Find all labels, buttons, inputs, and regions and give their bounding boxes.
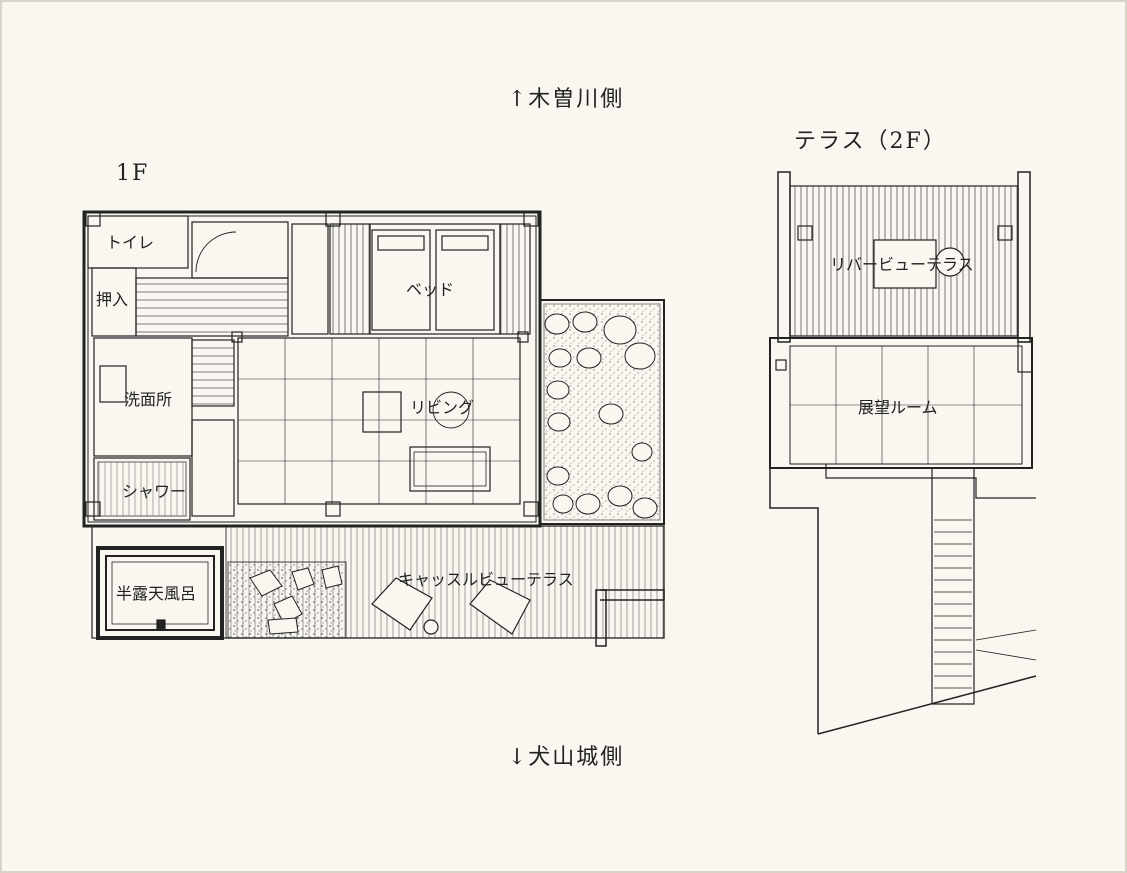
washroom-sink [99, 365, 127, 403]
pillow-left [377, 235, 425, 251]
bed-right [435, 229, 495, 331]
castle-terrace-label: キャッスルビューテラス [398, 570, 574, 589]
living-stool [362, 391, 402, 433]
corridor-left [191, 419, 235, 517]
entry-area [191, 221, 289, 279]
river-terrace-label: リバービューテラス [830, 255, 974, 274]
structural-posts [85, 211, 539, 517]
door-swing [195, 231, 237, 273]
pillow-right [441, 235, 489, 251]
living-table [432, 391, 470, 429]
entry-closet [291, 223, 329, 335]
bath-label: 半露天風呂 [116, 584, 196, 603]
bed-deck-right [499, 223, 531, 335]
view-room [769, 337, 1033, 469]
terrace-floor-plan [769, 171, 1037, 735]
living-label: リビング [410, 398, 474, 417]
toilet-label: トイレ [106, 233, 154, 252]
closet-label: 押入 [96, 290, 128, 309]
first-floor-plan [82, 210, 665, 647]
direction-label-bottom: ↓犬山城側 [508, 745, 624, 770]
lounge-chair-right [469, 579, 531, 635]
shower-room [93, 457, 191, 521]
river-terrace-table [873, 239, 937, 289]
bath-frame [96, 546, 224, 640]
hall-floor [135, 277, 289, 337]
washroom-label: 洗面所 [124, 390, 172, 409]
toilet-room [87, 215, 189, 269]
bed-area [369, 223, 501, 335]
bed-deck-left [329, 223, 371, 335]
lower-outline [769, 468, 819, 734]
stair-left [191, 339, 235, 407]
garden-stepping-stones [544, 311, 658, 519]
living-floor-grid [238, 338, 520, 504]
view-room-label: 展望ルーム [858, 398, 938, 417]
terrace-floor-title: テラス（2F） [794, 129, 947, 154]
lounge-chair-left [371, 577, 433, 631]
shower-label: シャワー [122, 482, 186, 501]
direction-label-top: ↑木曽川側 [508, 87, 624, 112]
staircase [931, 467, 975, 705]
living-sofa [409, 446, 491, 492]
bed-left [371, 229, 431, 331]
terrace-side-table [423, 619, 439, 635]
first-floor-title: 1F [116, 161, 149, 186]
bed-label: ベッド [406, 280, 454, 299]
garden-wall [540, 299, 665, 525]
